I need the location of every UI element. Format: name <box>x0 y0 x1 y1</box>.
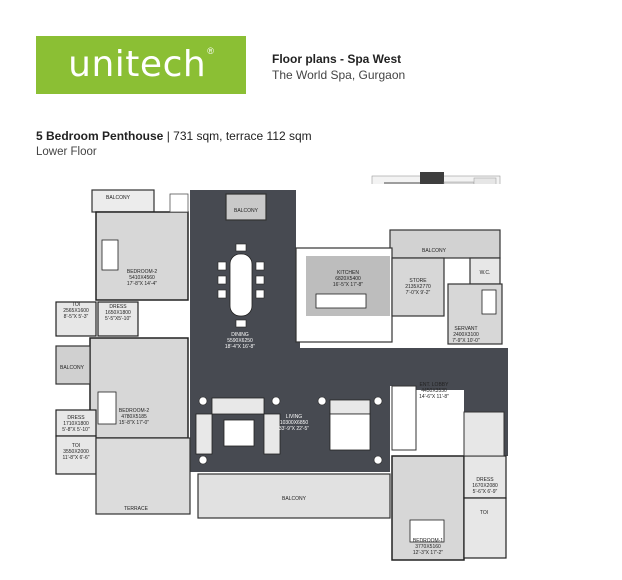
document-title: Floor plans - Spa West <box>272 52 402 66</box>
toilet-left <box>55 435 97 475</box>
label-kitchen-ft: 16'-5"X 17'-8" <box>333 282 363 288</box>
label-dining-ft: 18'-4"X 16'-8" <box>225 344 255 350</box>
toilet-top <box>55 301 97 337</box>
label-ent-lobby-ft: 14'-6"X 11'-8" <box>419 394 449 400</box>
wardrobe <box>169 193 189 213</box>
terrace <box>95 437 191 515</box>
unit-separator: | <box>163 129 174 143</box>
balcony-top-mid <box>225 193 267 221</box>
balcony-right <box>389 229 501 259</box>
label-wc: W.C. <box>480 270 491 276</box>
label-kitchen-name: KITCHEN <box>337 270 359 276</box>
label-toi-left-ft: 11'-8"X 6'-6" <box>62 455 89 461</box>
wc <box>469 257 501 285</box>
label-living-dims: 10300X6850 <box>280 420 309 426</box>
balcony-left <box>55 345 91 385</box>
brand-name: unitech <box>68 44 207 85</box>
unit-area: 731 sqm, terrace 112 sqm <box>173 129 312 143</box>
dress-left <box>55 409 97 437</box>
label-balcony-left: BALCONY <box>60 365 85 371</box>
label-servant-name: SERVANT <box>454 326 477 332</box>
label-ent-lobby-name: ENT. LOBBY <box>420 382 450 388</box>
label-bedroom-1-ft: 12'-3"X 17'-2" <box>413 550 443 556</box>
label-store-name: STORE <box>409 278 427 284</box>
label-dress-right-ft: 5'-6"X 6'-9" <box>473 489 498 495</box>
floor-level: Lower Floor <box>36 146 97 158</box>
label-store-dims: 2135X2770 <box>405 284 431 290</box>
label-bedroom-2-bottom-dims: 4780X5185 <box>121 414 147 420</box>
label-bedroom-2-bottom-name: BEDROOM-2 <box>119 408 150 414</box>
bed-bedroom-2-top <box>101 239 119 271</box>
label-store-ft: 7'-0"X 9'-2" <box>406 290 431 296</box>
label-toi-left-dims: 3550X2000 <box>63 449 89 455</box>
label-dress-right-dims: 1670X2080 <box>472 483 498 489</box>
label-servant-ft: 7'-9"X 10'-0" <box>452 338 480 344</box>
label-dress-left-dims: 1710X1800 <box>63 421 89 427</box>
label-servant-dims: 2400X3100 <box>453 332 479 338</box>
label-dress-top-dims: 1650X1800 <box>105 310 131 316</box>
label-living-name: LIVING <box>286 414 303 420</box>
label-dining-name: DINING <box>231 332 249 338</box>
label-balcony-bottom: BALCONY <box>282 496 307 502</box>
label-toi-top-ft: 8'-5"X 5'-3" <box>64 314 89 320</box>
bedroom-1 <box>391 455 465 561</box>
document-subtitle: The World Spa, Gurgaon <box>272 68 406 82</box>
label-bedroom-2-top-ft: 17'-8"X 14'-4" <box>127 281 157 287</box>
label-terrace: TERRACE <box>124 506 149 512</box>
label-toi-right: TOI <box>480 510 488 516</box>
label-toi-left-name: TOI <box>72 443 80 449</box>
label-bedroom-2-top-name: BEDROOM-2 <box>127 269 158 275</box>
label-bedroom-1-dims: 3770X5160 <box>415 544 441 550</box>
store <box>391 257 445 317</box>
dining-table <box>217 243 265 328</box>
toilet-right <box>463 497 507 559</box>
label-bedroom-2-top-dims: 5410X4560 <box>129 275 155 281</box>
powder-room <box>463 411 505 457</box>
unit-description: 5 Bedroom Penthouse | 731 sqm, terrace 1… <box>36 129 312 143</box>
label-dress-top-ft: 5'-5"X5'-10" <box>105 316 131 322</box>
label-dress-top-name: DRESS <box>109 304 127 310</box>
brand-registered-mark: ® <box>207 46 214 56</box>
label-dress-right-name: DRESS <box>476 477 494 483</box>
label-ent-lobby-dims: 4450X3530 <box>421 388 447 394</box>
label-bedroom-2-bottom-ft: 15'-8"X 17'-0" <box>119 420 149 426</box>
living-sofa-set-right <box>329 399 371 451</box>
balcony-bottom <box>197 473 391 519</box>
bed-bedroom-2-bottom <box>97 391 117 425</box>
dress-top <box>97 301 139 337</box>
label-balcony-top-left: BALCONY <box>106 195 131 201</box>
kitchen-counter <box>315 293 367 309</box>
label-balcony-right: BALCONY <box>422 248 447 254</box>
bed-bedroom-1 <box>409 519 445 543</box>
label-dining-dims: 5590X6250 <box>227 338 253 344</box>
balcony-top-left <box>91 189 155 213</box>
label-toi-top-name: TOI <box>72 302 80 308</box>
label-balcony-top-mid: BALCONY <box>234 208 259 214</box>
unit-name: 5 Bedroom Penthouse <box>36 129 164 143</box>
living-side-tables <box>198 396 383 465</box>
bed-servant <box>481 289 497 315</box>
label-toi-top-dims: 2565X1600 <box>63 308 89 314</box>
label-dress-left-name: DRESS <box>67 415 85 421</box>
living-sofa-set-left <box>195 397 281 455</box>
label-bedroom-1-name: BEDROOM-1 <box>413 538 444 544</box>
staircase <box>391 385 417 451</box>
brand-logo: unitech® <box>36 36 246 94</box>
label-living-ft: 33'-9"X 22'-5" <box>279 426 309 432</box>
label-kitchen-dims: 6820X5400 <box>335 276 361 282</box>
label-dress-left-ft: 5'-8"X 5'-10" <box>62 427 90 433</box>
